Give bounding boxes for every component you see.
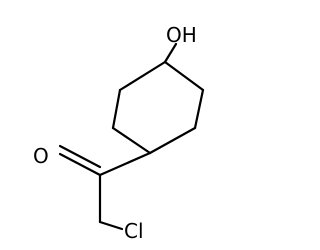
hydroxyl-label: OH [166, 23, 197, 47]
carbonyl-bond-line [58, 144, 102, 169]
hydroxyl-bond [163, 42, 178, 64]
ring-bond [111, 126, 152, 155]
molecule-diagram: OH O Cl [33, 23, 205, 243]
carbonyl-bond-line [58, 152, 102, 177]
ring-bond [148, 126, 197, 155]
chlorine-label: Cl [124, 219, 144, 243]
ring-bond [193, 88, 205, 130]
ring-to-carbonyl-bond [98, 151, 152, 177]
carbonyl-oxygen-label: O [33, 144, 49, 168]
ring-bond [111, 88, 122, 130]
chlorine-bond [98, 220, 124, 231]
carbonyl-double-bond [58, 144, 102, 177]
cyclohexane-ring [111, 60, 205, 155]
ring-bond [163, 60, 205, 92]
ring-bond [118, 60, 167, 92]
structure-canvas: OH O Cl [33, 23, 205, 243]
